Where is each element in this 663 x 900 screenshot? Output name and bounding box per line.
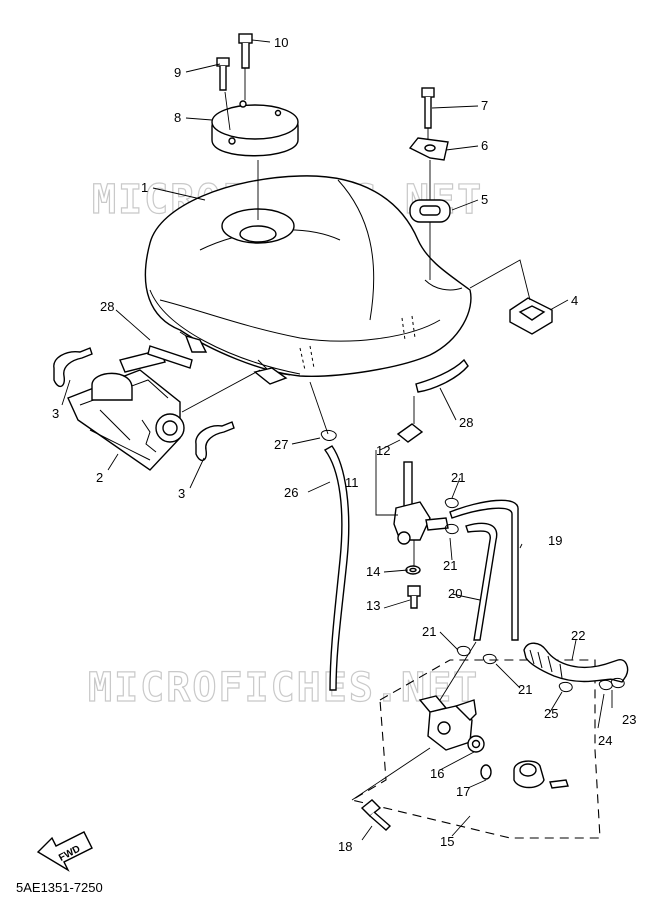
callout-19: 19 [548, 533, 562, 548]
fuel-tank [144, 175, 472, 377]
bracket-6 [408, 137, 449, 161]
callout-4: 4 [571, 293, 578, 308]
damper-28-left [147, 345, 193, 369]
callout-3-left: 3 [52, 406, 59, 421]
callout-7: 7 [481, 98, 488, 113]
callout-24: 24 [598, 733, 612, 748]
callout-25: 25 [544, 706, 558, 721]
callout-28-right: 28 [459, 415, 473, 430]
bolt-7 [421, 87, 435, 129]
callout-5: 5 [481, 192, 488, 207]
callout-28-left: 28 [100, 299, 114, 314]
valve-assembly [418, 695, 477, 751]
callout-9: 9 [174, 65, 181, 80]
clip-21-b [444, 523, 459, 535]
callout-23: 23 [622, 712, 636, 727]
drain-hose-26 [323, 445, 350, 691]
callout-21-a: 21 [451, 470, 465, 485]
callout-26: 26 [284, 485, 298, 500]
clip-27 [320, 429, 337, 441]
callout-21-d: 21 [518, 682, 532, 697]
damper-4 [509, 297, 553, 335]
clip-21-d [482, 653, 497, 665]
callout-17: 17 [456, 784, 470, 799]
hose-22 [523, 642, 629, 683]
strap-3-top [53, 347, 93, 387]
damper-5 [409, 199, 451, 223]
callout-16: 16 [430, 766, 444, 781]
callout-2: 2 [96, 470, 103, 485]
screw-13 [407, 585, 421, 609]
bolt-18 [360, 799, 392, 831]
callout-10: 10 [274, 35, 288, 50]
callout-21-c: 21 [422, 624, 436, 639]
diaphragm-part [513, 760, 569, 789]
optional-group-outline [350, 659, 601, 839]
fwd-arrow-icon: FWD [36, 831, 93, 872]
damper-28-right [415, 358, 469, 393]
callout-6: 6 [481, 138, 488, 153]
bracket-assembly-2 [67, 349, 185, 471]
clip-24 [598, 679, 613, 691]
callout-3-right: 3 [178, 486, 185, 501]
callout-21-b: 21 [443, 558, 457, 573]
callout-8: 8 [174, 110, 181, 125]
cap-bolt-9 [216, 57, 230, 91]
clip-21-c [456, 645, 471, 657]
callout-27: 27 [274, 437, 288, 452]
nut-16 [467, 735, 485, 753]
fuel-hose-19 [449, 499, 519, 641]
callout-22: 22 [571, 628, 585, 643]
footer-code: 5AE1351-7250 [16, 880, 103, 895]
callout-1: 1 [141, 180, 148, 195]
clip-21-a [444, 497, 459, 509]
callout-13: 13 [366, 598, 380, 613]
cap-bolt-10 [238, 33, 253, 69]
callout-12: 12 [376, 443, 390, 458]
clip-23 [610, 677, 625, 689]
callout-11: 11 [345, 475, 359, 490]
fuel-cock-11 [393, 461, 449, 545]
callout-18: 18 [338, 839, 352, 854]
clip-25 [558, 681, 573, 693]
strap-3-bottom [195, 421, 235, 461]
callout-20: 20 [448, 586, 462, 601]
fuel-hose-20 [465, 522, 498, 641]
callout-15: 15 [440, 834, 454, 849]
watermark-bottom: MICROFICHES.NET [88, 665, 479, 711]
washer-14 [405, 565, 421, 575]
o-ring-17 [480, 764, 492, 780]
callout-14: 14 [366, 564, 380, 579]
filter-12 [396, 423, 424, 443]
filler-cap [211, 100, 299, 157]
